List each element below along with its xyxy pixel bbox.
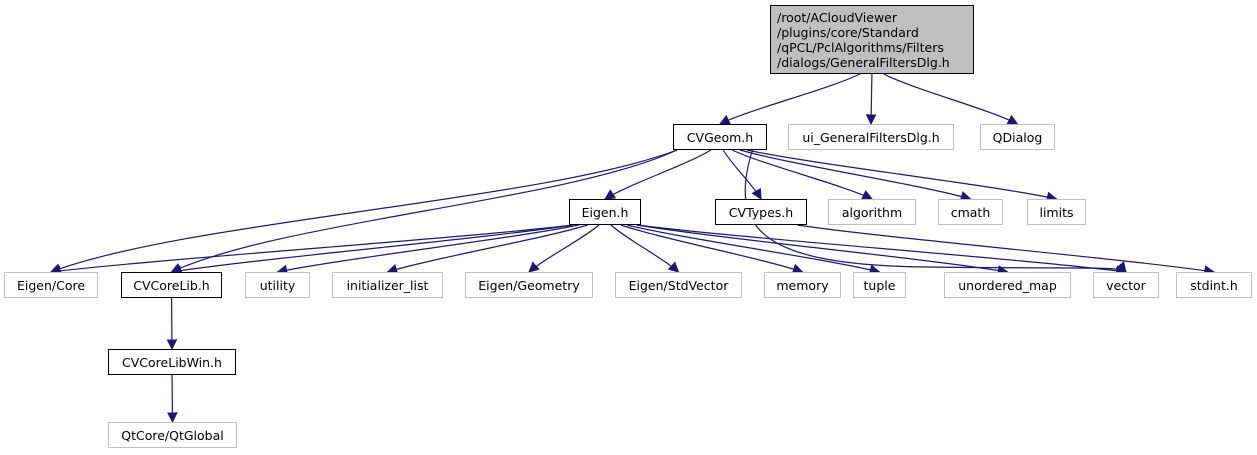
node-eigen[interactable]: Eigen.h <box>569 199 641 225</box>
node-cvcorelibwin[interactable]: CVCoreLibWin.h <box>108 349 236 375</box>
node-memory: memory <box>764 272 841 298</box>
edge-cvgeom-to-cvcorelib <box>170 149 678 273</box>
edge-root-to-ui_gfd <box>865 73 877 126</box>
edge-root-to-qdialog <box>883 73 1019 125</box>
edge-eigen-to-eigen_geom <box>528 224 600 273</box>
edge-eigen-to-vector <box>636 224 1128 277</box>
root-path-line: /qPCL/PclAlgorithms/Filters <box>777 39 944 55</box>
edge-cvgeom-to-eigen <box>604 149 712 200</box>
edge-cvgeom-to-limits <box>746 149 1058 203</box>
root-path-line: /plugins/core/Standard <box>777 24 919 40</box>
node-qtcore-qtglobal: QtCore/QtGlobal <box>108 422 237 448</box>
node-eigen-stdvector: Eigen/StdVector <box>615 272 742 298</box>
edge-eigen-to-utility <box>276 224 579 276</box>
edge-root-to-cvgeom <box>719 73 861 125</box>
node-ui-generalfiltersdlg: ui_GeneralFiltersDlg.h <box>788 124 954 150</box>
node-cmath: cmath <box>938 199 1003 225</box>
node-utility: utility <box>245 272 310 298</box>
node-stdint: stdint.h <box>1176 272 1252 298</box>
edge-cvgeom-to-cvtypes <box>722 149 762 200</box>
root-path-line: /root/ACloudViewer <box>777 9 898 25</box>
edge-eigen-to-memory <box>620 224 804 274</box>
edge-eigen-to-eigen_core <box>49 224 574 277</box>
node-cvcorelib[interactable]: CVCoreLib.h <box>121 272 222 298</box>
root-path-line: /dialogs/GeneralFiltersDlg.h <box>777 54 950 70</box>
edge-eigen-to-tuple <box>626 224 881 275</box>
node-cvtypes[interactable]: CVTypes.h <box>715 199 807 225</box>
node-cvgeom[interactable]: CVGeom.h <box>673 124 767 150</box>
node-unordered-map: unordered_map <box>944 272 1071 298</box>
root-file-node[interactable]: /root/ACloudViewer /plugins/core/Standar… <box>770 5 974 74</box>
edge-eigen-to-unordered_map <box>636 224 1009 276</box>
edge-cvgeom-to-algorithm <box>731 149 873 200</box>
node-initializer-list: initializer_list <box>332 272 443 298</box>
edge-cvgeom-to-eigen_core <box>49 149 678 274</box>
node-limits: limits <box>1027 199 1086 225</box>
edge-eigen-to-eigen_stdvec <box>610 224 680 273</box>
node-tuple: tuple <box>853 272 906 298</box>
node-vector: vector <box>1093 272 1159 298</box>
edge-cvgeom-to-cmath <box>739 149 972 202</box>
node-eigen-geometry: Eigen/Geometry <box>465 272 593 298</box>
edge-eigen-to-cvcorelib <box>170 224 574 276</box>
node-qdialog: QDialog <box>980 124 1055 150</box>
edge-eigen-to-init_list <box>386 224 588 275</box>
node-algorithm: algorithm <box>828 199 916 225</box>
node-eigen-core: Eigen/Core <box>4 272 98 298</box>
edge-cvtypes-to-stdint <box>797 224 1216 276</box>
